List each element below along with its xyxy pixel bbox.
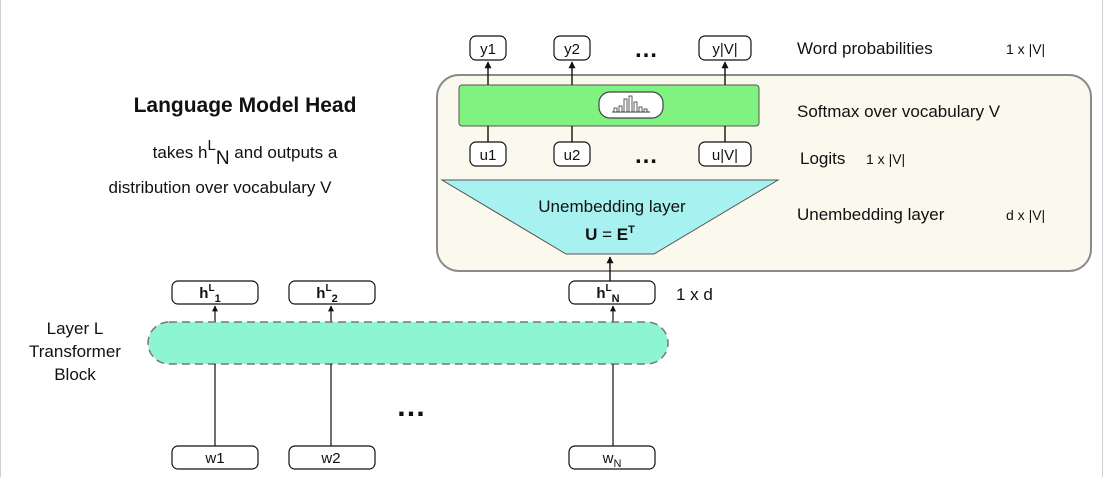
head-desc-sub: N <box>216 148 230 169</box>
hidden-label-h2: hL2 <box>316 283 337 305</box>
softmax-label: Softmax over vocabulary V <box>797 102 1001 121</box>
output-row: y1 y2 … y|V| <box>469 35 752 63</box>
output-ellipsis: … <box>634 36 658 63</box>
transformer-label-line1: Layer L <box>47 319 104 338</box>
output-row-label: Word probabilities <box>797 39 933 58</box>
hidden-box-h2 <box>288 280 376 305</box>
input-box-w1 <box>171 445 259 470</box>
formula-sup: T <box>628 224 635 236</box>
transformer-label-line2: Transformer <box>29 342 121 361</box>
head-desc-prefix: takes h <box>153 143 208 162</box>
histogram-icon <box>598 91 664 119</box>
logit-ellipsis: … <box>634 142 658 169</box>
output-box-yv <box>698 35 752 61</box>
hidden-state-row: hL1 hL2 hLN <box>171 280 656 305</box>
transformer-label-line3: Block <box>54 365 96 384</box>
unembedding-inner-label: Unembedding layer <box>538 197 686 216</box>
unembedding-layer-shape <box>440 179 780 255</box>
hidden-box-h1 <box>171 280 259 305</box>
output-box-y2 <box>553 35 591 61</box>
head-desc-suffix: and outputs a <box>230 143 338 162</box>
head-title: Language Model Head <box>134 94 357 117</box>
hidden-label-hn: hLN <box>596 283 619 305</box>
input-label-w1: w1 <box>204 450 224 467</box>
unembedding-label: Unembedding layer <box>797 205 945 224</box>
logit-box-u2 <box>553 141 591 167</box>
logit-label-u1: u1 <box>480 147 497 164</box>
input-box-w2 <box>288 445 376 470</box>
transformer-block <box>147 321 669 365</box>
head-desc-line1: takes hLN and outputs a <box>153 137 338 169</box>
head-desc-sup: L <box>207 137 215 154</box>
output-label-y1: y1 <box>480 41 496 58</box>
output-label-yv: y|V| <box>712 41 737 58</box>
logit-row: u1 u2 … u|V| <box>469 126 752 169</box>
logit-label-uv: u|V| <box>712 147 738 164</box>
unembedding-formula: U = ET <box>585 224 635 244</box>
formula-eq: = <box>597 225 616 244</box>
logits-label: Logits <box>800 149 845 168</box>
hidden-label-h1: hL1 <box>199 283 220 305</box>
hidden-dim: 1 x d <box>676 285 713 304</box>
input-label-wn: wN <box>602 450 622 470</box>
unembedding-dim: d x |V| <box>1006 207 1045 223</box>
output-box-y1 <box>469 35 507 61</box>
logit-box-uv <box>698 141 752 167</box>
input-row: w1 w2 wN <box>171 445 656 470</box>
output-label-y2: y2 <box>564 41 580 58</box>
hidden-box-hn <box>568 280 656 305</box>
input-label-w2: w2 <box>320 450 340 467</box>
formula-rhs: E <box>617 225 628 244</box>
input-ellipsis: … <box>396 390 426 423</box>
logits-dim: 1 x |V| <box>866 151 905 167</box>
output-row-dim: 1 x |V| <box>1006 41 1045 57</box>
logit-box-u1 <box>469 141 507 167</box>
logit-label-u2: u2 <box>564 147 581 164</box>
head-desc-line2: distribution over vocabulary V <box>108 178 332 197</box>
formula-lhs: U <box>585 225 597 244</box>
input-box-wn <box>568 445 656 470</box>
